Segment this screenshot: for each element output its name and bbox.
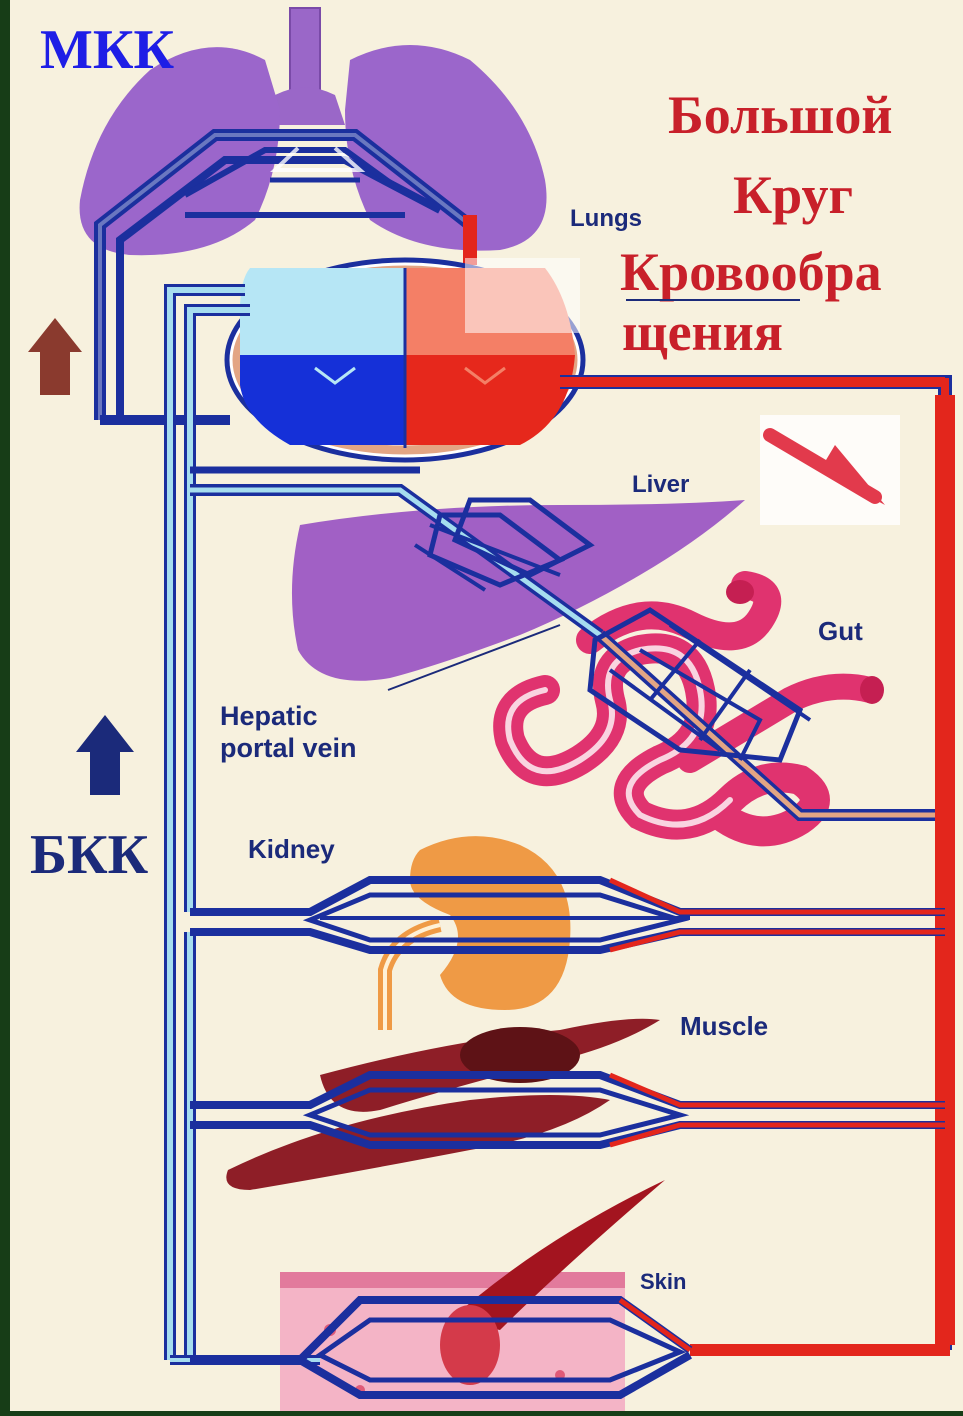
skin-label: Skin <box>640 1269 686 1294</box>
gut-label: Gut <box>818 616 863 646</box>
heart <box>227 258 583 460</box>
down-arrow-red-icon <box>760 415 900 525</box>
lungs-label: Lungs <box>570 205 642 232</box>
liver-label: Liver <box>632 471 689 498</box>
mkk-label: МКК <box>40 19 174 81</box>
title-line-2: Круг <box>733 165 853 225</box>
hepatic-label-line-1: Hepatic <box>220 701 318 731</box>
muscle-label: Muscle <box>680 1011 768 1041</box>
bkk-label: БКК <box>30 824 149 886</box>
title-line-1: Большой <box>668 85 893 145</box>
kidney-label: Kidney <box>248 834 335 864</box>
title-line-4: щения <box>622 302 783 362</box>
title-line-3: Кровообра <box>620 242 882 302</box>
hepatic-label-line-2: portal vein <box>220 733 357 763</box>
